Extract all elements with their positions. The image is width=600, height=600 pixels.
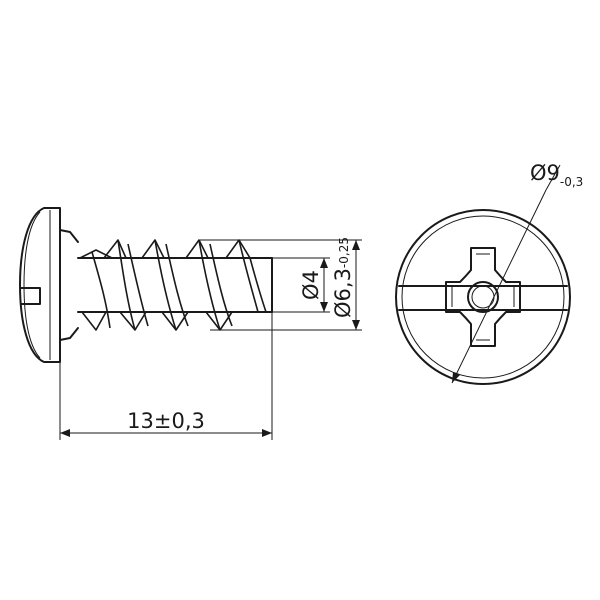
thread-diameter-dimension	[200, 239, 362, 331]
core-diameter-dimension	[272, 257, 330, 313]
length-label: 13±0,3	[127, 409, 205, 433]
head-diameter-label: Ø9-0,3	[530, 161, 583, 189]
length-dimension	[59, 312, 273, 440]
thread-diameter-value: Ø6,3	[331, 268, 355, 318]
thread-diameter-label: Ø6,3-0,25	[331, 237, 355, 318]
thread-diameter-tolerance: -0,25	[337, 237, 351, 268]
core-diameter-label: Ø4	[299, 270, 323, 300]
head-diameter-tolerance: -0,3	[560, 175, 583, 189]
screw-head-side-view	[19, 207, 79, 363]
screw-shank-side-view	[77, 239, 273, 331]
screw-head-front-view	[395, 164, 571, 385]
head-diameter-value: Ø9	[530, 161, 560, 185]
